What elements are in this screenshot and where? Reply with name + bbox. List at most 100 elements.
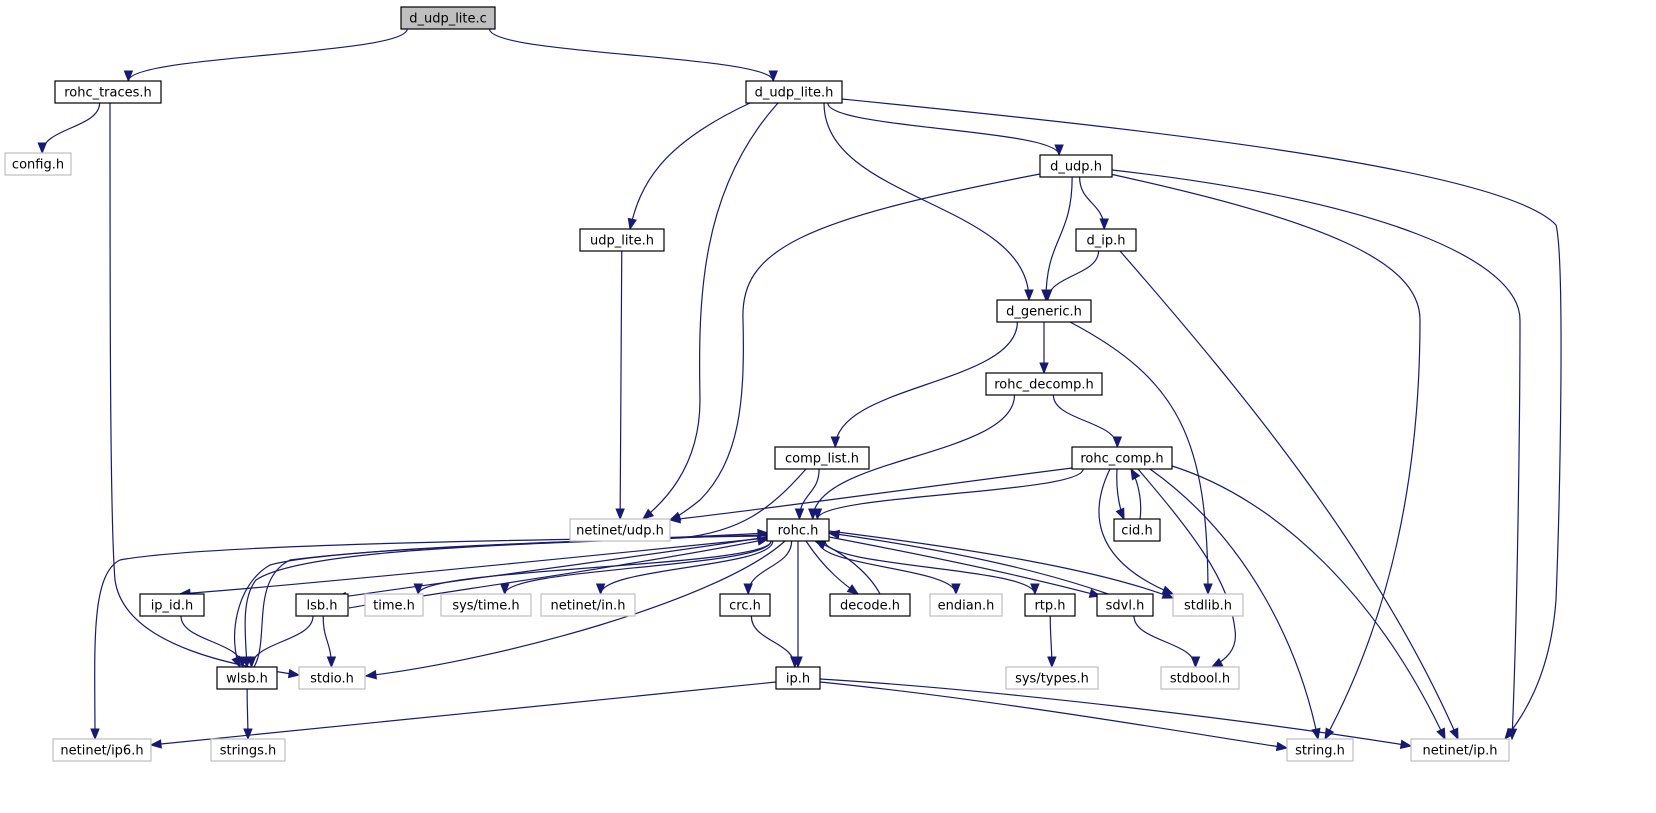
edge-arrowhead xyxy=(743,583,753,596)
node-box xyxy=(1160,666,1240,690)
node-rohc-decomp-h[interactable]: rohc_decomp.h xyxy=(985,372,1103,396)
node-wlsb-h[interactable]: wlsb.h xyxy=(216,666,278,690)
edge-arrowhead xyxy=(1115,507,1125,521)
node-sdvl-h[interactable]: sdvl.h xyxy=(1096,593,1154,617)
node-comp-list-h[interactable]: comp_list.h xyxy=(774,446,870,470)
node-label: stdio.h xyxy=(310,672,354,687)
node-string-h: string.h xyxy=(1286,738,1354,762)
node-ip-h[interactable]: ip.h xyxy=(775,666,821,690)
edge-arrowhead xyxy=(326,656,337,669)
node-box xyxy=(364,593,424,617)
node-rohc-comp-h[interactable]: rohc_comp.h xyxy=(1071,446,1173,470)
edge-d_udp_h-to-netinet_ip_h xyxy=(1111,169,1521,741)
edge-rohc_h-to-crc_h xyxy=(743,540,793,596)
edge-sdvl_h-to-rohc_h xyxy=(827,529,1109,595)
edge-arrowhead xyxy=(1042,289,1053,302)
node-box xyxy=(400,6,496,30)
node-rtp-h[interactable]: rtp.h xyxy=(1024,593,1076,617)
edge-line xyxy=(1098,468,1174,595)
node-box xyxy=(719,593,771,617)
edge-arrowhead xyxy=(37,142,47,155)
node-label: wlsb.h xyxy=(226,672,268,687)
edge-d_generic_h-to-stdlib_h xyxy=(1069,321,1213,596)
edge-rohc_traces_h-to-config_h xyxy=(37,102,101,155)
edge-d_udp_lite_h-to-netinet_udp_h xyxy=(641,102,779,520)
node-ip-id-h[interactable]: ip_id.h xyxy=(139,593,205,617)
node-d-ip-h[interactable]: d_ip.h xyxy=(1075,228,1137,252)
node-label: rohc.h xyxy=(778,524,819,539)
edge-udp_lite_h-to-netinet_udp_h xyxy=(615,250,625,521)
edge-arrowhead xyxy=(1024,289,1034,302)
edge-cid_h-to-rohc_comp_h xyxy=(1130,467,1142,520)
edge-arrowhead xyxy=(1203,583,1213,596)
edge-line xyxy=(179,537,768,595)
node-sys-time-h: sys/time.h xyxy=(440,593,532,617)
node-box xyxy=(569,518,671,542)
node-decode-h[interactable]: decode.h xyxy=(829,593,911,617)
edge-rohc_h-to-lsb_h xyxy=(334,536,768,602)
edge-line xyxy=(642,102,779,520)
edge-d_ip_h-to-netinet_ip_h xyxy=(1119,250,1459,741)
edge-line xyxy=(244,468,807,668)
node-label: netinet/in.h xyxy=(551,599,626,614)
edge-arrowhead xyxy=(794,508,805,521)
edge-arrowhead xyxy=(90,728,100,741)
edge-arrowhead xyxy=(123,70,134,83)
node-box xyxy=(295,593,349,617)
edge-rohc_comp_h-to-netinet_udp_h xyxy=(668,467,1073,524)
node-label: comp_list.h xyxy=(785,452,859,467)
edge-line xyxy=(365,540,786,677)
edge-sdvl_h-to-stdbool_h xyxy=(1133,615,1201,669)
edge-line xyxy=(1133,615,1197,668)
edge-line xyxy=(828,532,1109,595)
edge-line xyxy=(1045,176,1073,301)
node-d-udp-lite-h[interactable]: d_udp_lite.h xyxy=(745,80,843,104)
node-box xyxy=(985,372,1103,396)
edge-line xyxy=(812,394,1016,520)
edge-line xyxy=(1119,250,1459,740)
edge-arrowhead xyxy=(364,670,377,680)
node-crc-h[interactable]: crc.h xyxy=(719,593,771,617)
node-rohc-traces-h[interactable]: rohc_traces.h xyxy=(54,80,162,104)
edge-line xyxy=(669,173,1041,521)
node-box xyxy=(1113,518,1161,542)
edge-rohc_traces_h-to-stdio_h xyxy=(109,102,301,679)
edge-line xyxy=(488,28,774,82)
edge-d_udp_lite_c-to-d_udp_lite_h xyxy=(488,28,778,83)
edge-d_ip_h-to-d_generic_h xyxy=(1042,250,1100,302)
node-label: rohc_traces.h xyxy=(64,86,152,101)
node-lsb-h[interactable]: lsb.h xyxy=(295,593,349,617)
node-udp-lite-h[interactable]: udp_lite.h xyxy=(579,228,665,252)
edge-line xyxy=(828,536,1101,597)
node-d-udp-h[interactable]: d_udp.h xyxy=(1039,154,1113,178)
edge-arrowhead xyxy=(243,728,253,741)
edge-arrowhead xyxy=(1099,218,1109,231)
node-box xyxy=(1071,446,1173,470)
node-label: rtp.h xyxy=(1034,599,1065,614)
node-label: stdlib.h xyxy=(1184,599,1232,614)
edge-line xyxy=(823,102,1030,301)
edge-arrowhead xyxy=(830,436,841,449)
edge-arrowhead xyxy=(1436,727,1446,741)
edge-rohc_h-to-sys_time_h xyxy=(499,540,772,596)
edge-line xyxy=(834,321,1018,448)
node-box xyxy=(52,738,152,762)
node-box xyxy=(929,593,1003,617)
node-label: ip_id.h xyxy=(151,599,194,614)
node-rohc-h[interactable]: rohc.h xyxy=(766,518,830,542)
edge-rohc_h-to-endian_h xyxy=(817,540,961,596)
edge-d_udp_lite_h-to-udp_lite_h xyxy=(627,102,751,231)
node-cid-h[interactable]: cid.h xyxy=(1113,518,1161,542)
edge-rohc_decomp_h-to-rohc_comp_h xyxy=(1052,394,1123,449)
node-strings-h: strings.h xyxy=(210,738,286,762)
edge-line xyxy=(747,540,793,595)
node-d-generic-h[interactable]: d_generic.h xyxy=(996,299,1092,323)
edge-d_generic_h-to-rohc_decomp_h xyxy=(1039,322,1049,375)
edge-arrowhead xyxy=(627,217,637,231)
edge-arrowhead xyxy=(237,656,248,669)
node-d-udp-lite-c[interactable]: d_udp_lite.c xyxy=(400,6,496,30)
edge-arrowhead xyxy=(1275,741,1289,752)
edge-line xyxy=(150,681,777,746)
node-stdbool-h: stdbool.h xyxy=(1160,666,1240,690)
